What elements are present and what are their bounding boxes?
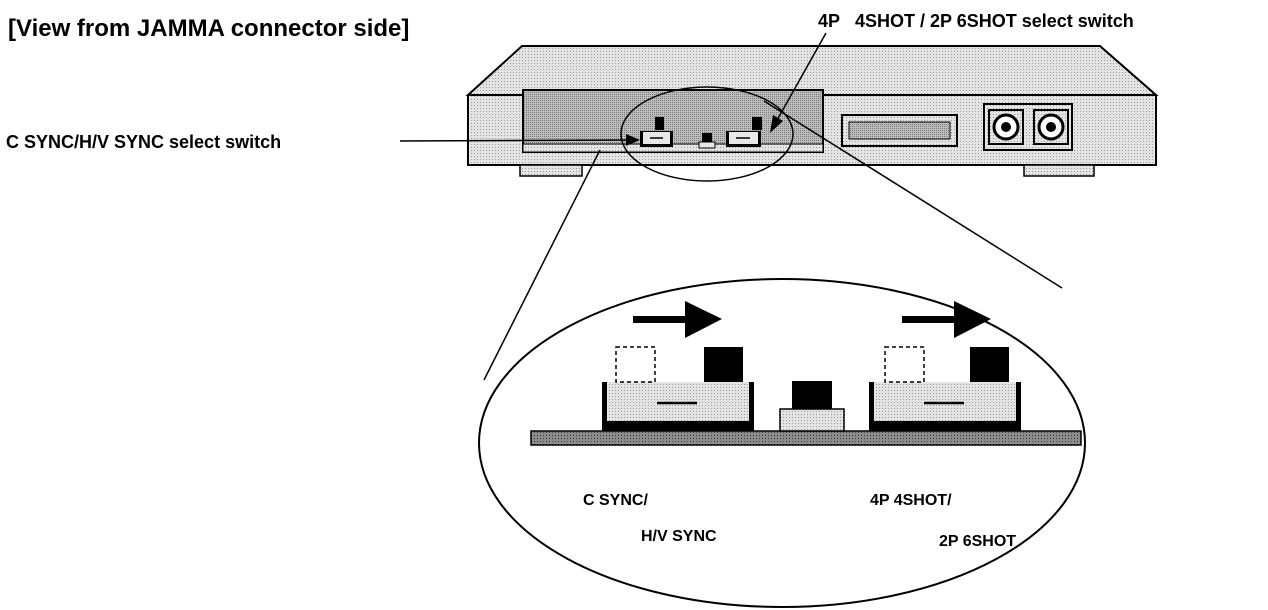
unit-sync-switch [640, 117, 673, 147]
rca-jack-icon [983, 103, 1073, 151]
zoom-guide-lines [483, 100, 1063, 381]
unit-center-part [698, 133, 716, 149]
callout-lines [399, 32, 827, 146]
diagram-title: [View from JAMMA connector side] [8, 15, 410, 42]
shot-label-line2: 2P 6SHOT [939, 533, 1017, 550]
center-component [779, 381, 845, 432]
arrow-right-icon [902, 301, 991, 338]
sync-switch-callout: C SYNC/H/V SYNC select switch [6, 132, 282, 152]
shot-switch-callout: 4P 4SHOT / 2P 6SHOT select switch [818, 11, 1134, 31]
shot-label-line1: 4P 4SHOT/ [870, 492, 952, 509]
connector-slot [841, 114, 958, 147]
zoom-source-ellipse [620, 86, 794, 182]
arrow-right-icon [633, 301, 722, 338]
pcb-board [530, 430, 1082, 446]
sync-label-line2: H/V SYNC [641, 528, 717, 545]
sync-select-switch [602, 346, 754, 431]
sync-label-line1: C SYNC/ [583, 492, 648, 509]
shot-select-switch [869, 346, 1021, 431]
unit-shot-switch [726, 117, 762, 147]
